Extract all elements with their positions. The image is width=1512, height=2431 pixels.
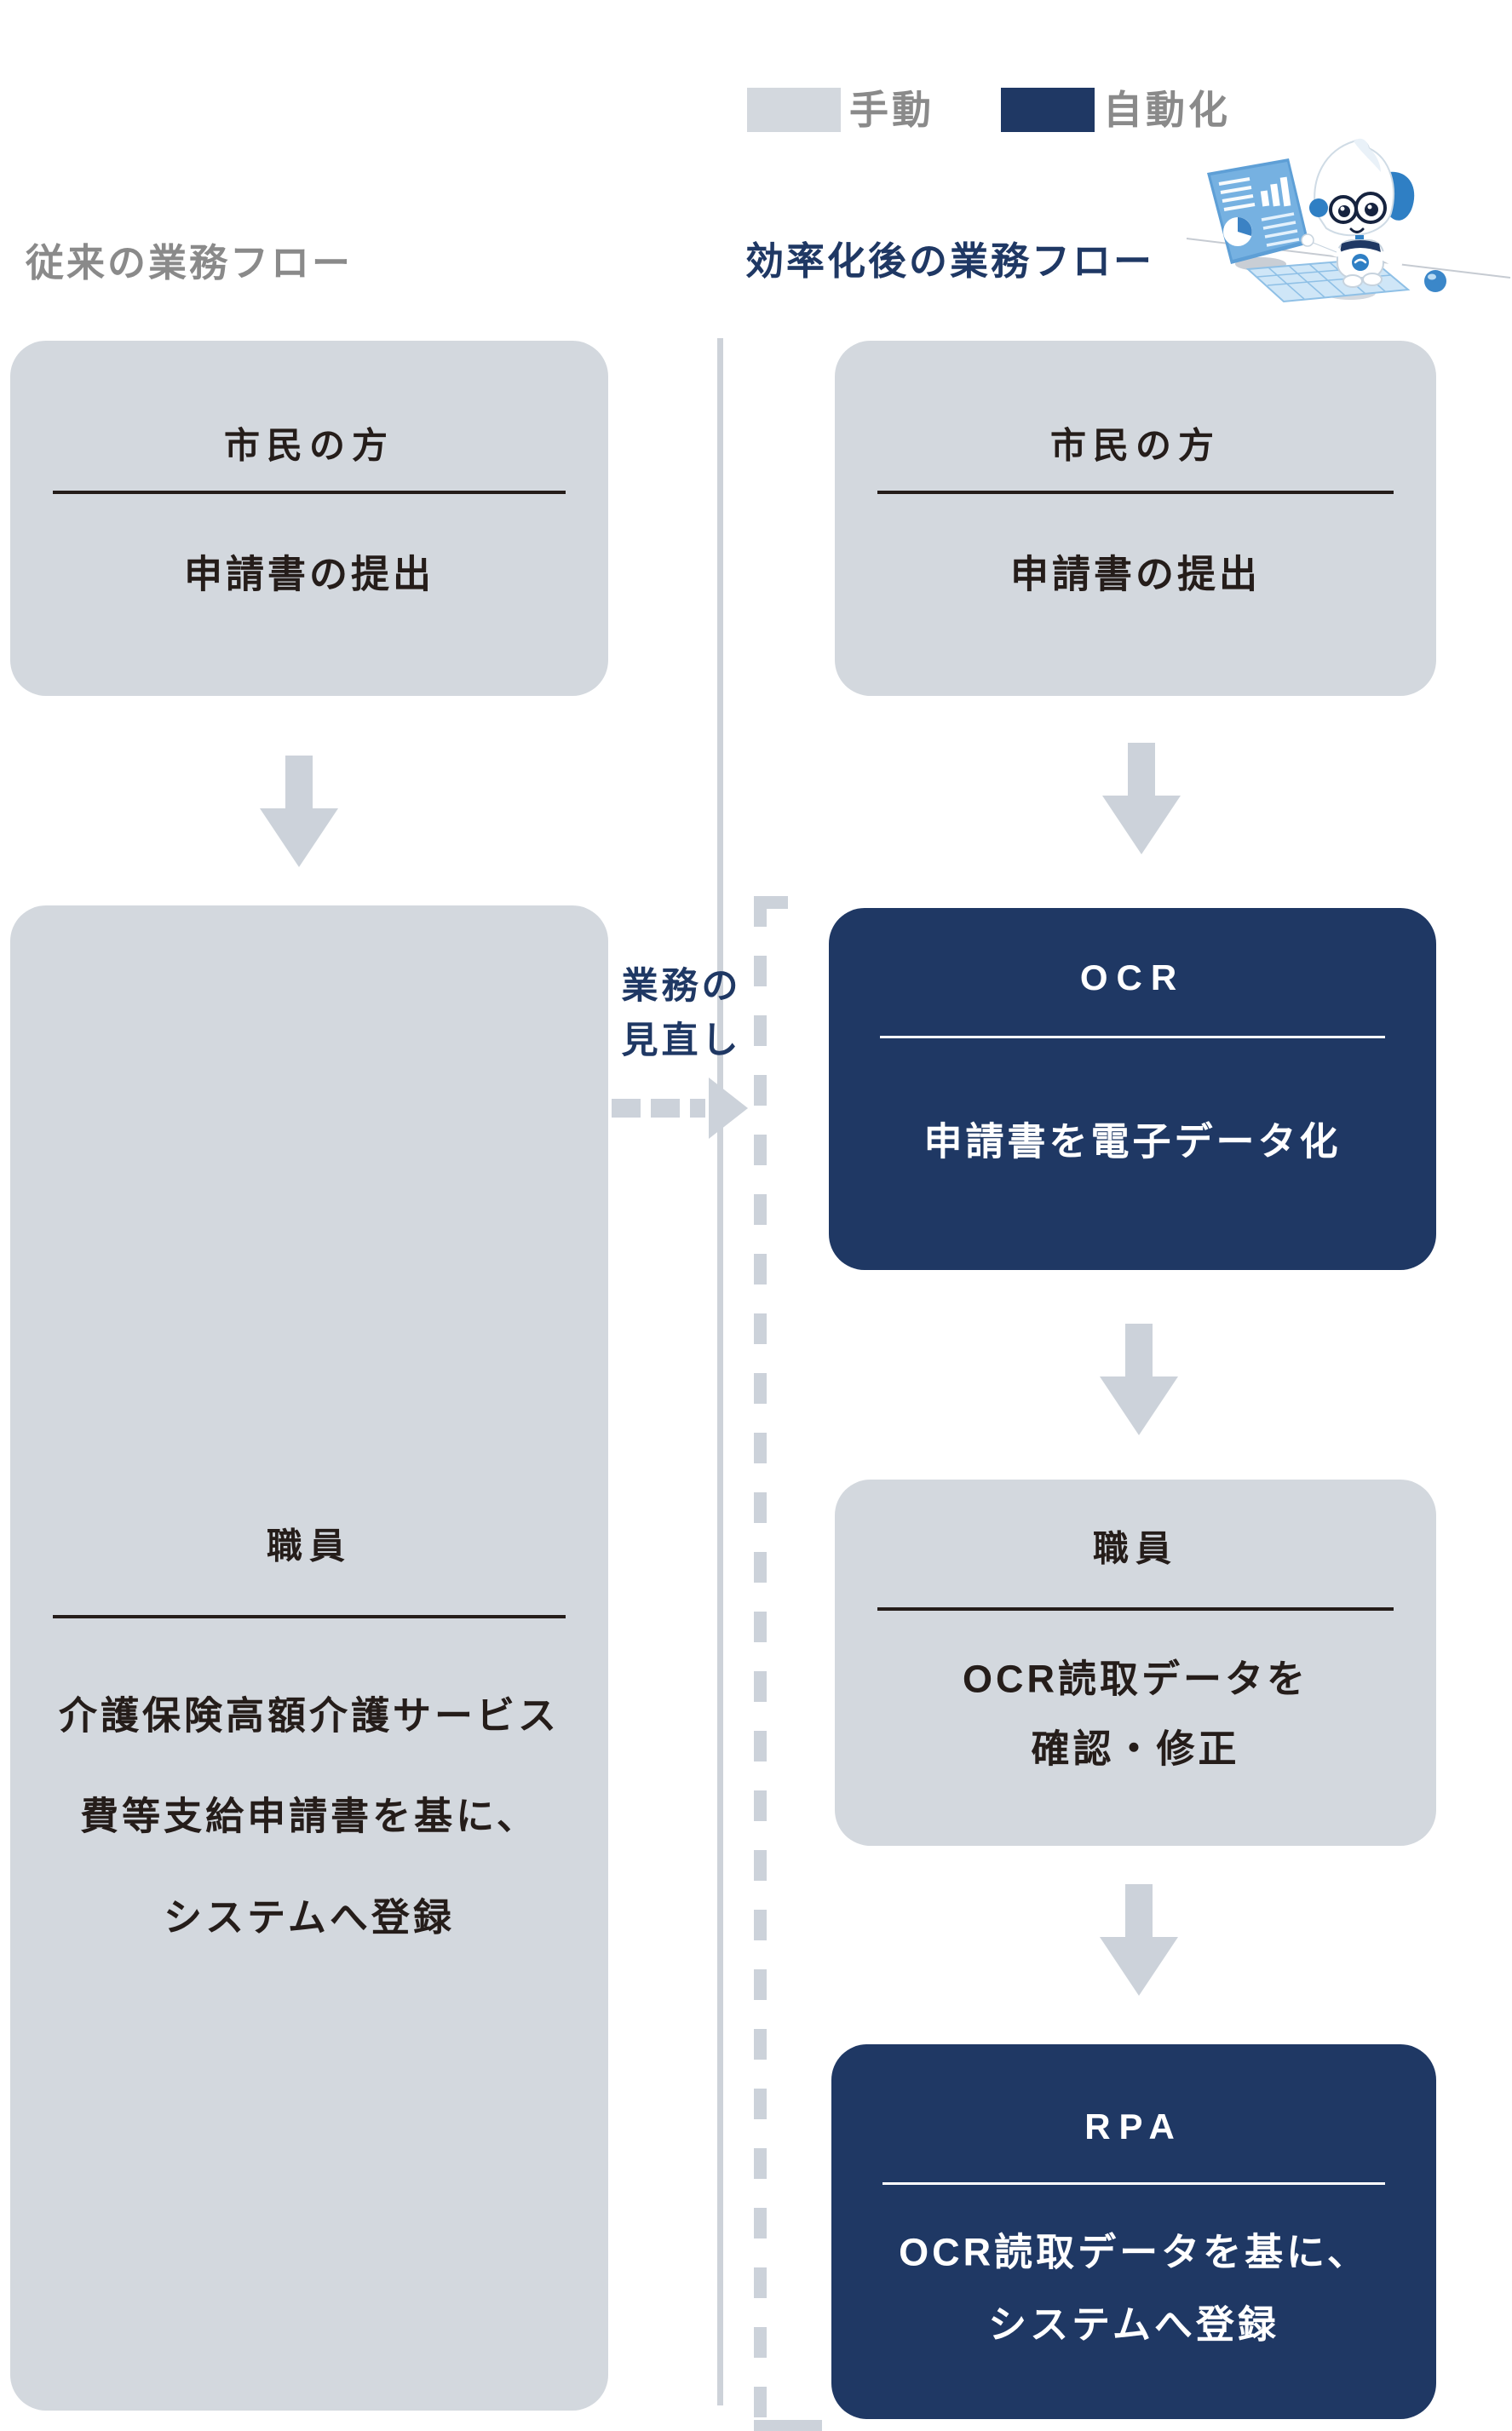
robot-mascot-icon [1186, 138, 1511, 303]
dashed-corner-bottom [754, 2420, 822, 2431]
right-staff-rule [877, 1607, 1394, 1611]
left-staff-body-line2: 費等支給申請書を基に、 [80, 1794, 538, 1838]
ocr-body: 申請書を電子データ化 [923, 1119, 1342, 1164]
right-citizen-rule [877, 491, 1394, 494]
left-staff-box: 職員 介護保険高額介護サービス 費等支給申請書を基に、 システムへ登録 [10, 905, 608, 2411]
rpa-body-line1: OCR読取データを基に、 [899, 2230, 1369, 2274]
rpa-rule [882, 2182, 1385, 2185]
left-staff-title: 職員 [266, 1526, 352, 1566]
process-review-label: 業務の 見直し [621, 966, 742, 1061]
process-review-arrow [608, 1078, 749, 1139]
header-traditional-flow: 従来の業務フロー [26, 241, 354, 284]
ocr-title: OCR [1079, 957, 1186, 997]
right-arrow-2 [1100, 1324, 1178, 1435]
legend-auto-label: 自動化 [1103, 88, 1231, 132]
right-staff-box: 職員 OCR読取データを 確認・修正 [835, 1480, 1436, 1846]
left-citizen-title: 市民の方 [223, 425, 394, 466]
column-divider-line [717, 338, 723, 2405]
right-staff-body-line1: OCR読取データを [963, 1657, 1308, 1701]
ocr-box: OCR 申請書を電子データ化 [829, 908, 1436, 1270]
left-staff-rule [53, 1615, 566, 1618]
ocr-rule [880, 1036, 1385, 1038]
right-citizen-box: 市民の方 申請書の提出 [835, 341, 1436, 696]
automation-boundary-dashed-line [754, 896, 767, 2419]
left-staff-body-line1: 介護保険高額介護サービス [58, 1693, 560, 1738]
legend-auto-swatch [1001, 88, 1095, 132]
legend-manual-swatch [747, 88, 841, 132]
left-citizen-rule [53, 491, 566, 494]
left-staff-body-line3: システムへ登録 [164, 1895, 455, 1940]
right-arrow-1 [1102, 743, 1181, 854]
left-arrow-1 [260, 756, 338, 867]
right-arrow-3 [1100, 1884, 1178, 1996]
legend-manual-label: 手動 [849, 88, 934, 132]
right-staff-title: 職員 [1092, 1528, 1178, 1569]
rpa-box: RPA OCR読取データを基に、 システムへ登録 [831, 2044, 1436, 2419]
right-staff-body-line2: 確認・修正 [1031, 1727, 1240, 1771]
right-citizen-title: 市民の方 [1049, 425, 1221, 466]
dashed-corner-top [754, 896, 788, 909]
right-citizen-body: 申請書の提出 [1009, 552, 1261, 596]
rpa-title: RPA [1084, 2106, 1183, 2147]
left-citizen-body: 申請書の提出 [183, 552, 434, 596]
rpa-body-line2: システムへ登録 [988, 2302, 1279, 2347]
header-optimized-flow: 効率化後の業務フロー [745, 239, 1155, 283]
left-citizen-box: 市民の方 申請書の提出 [10, 341, 608, 696]
